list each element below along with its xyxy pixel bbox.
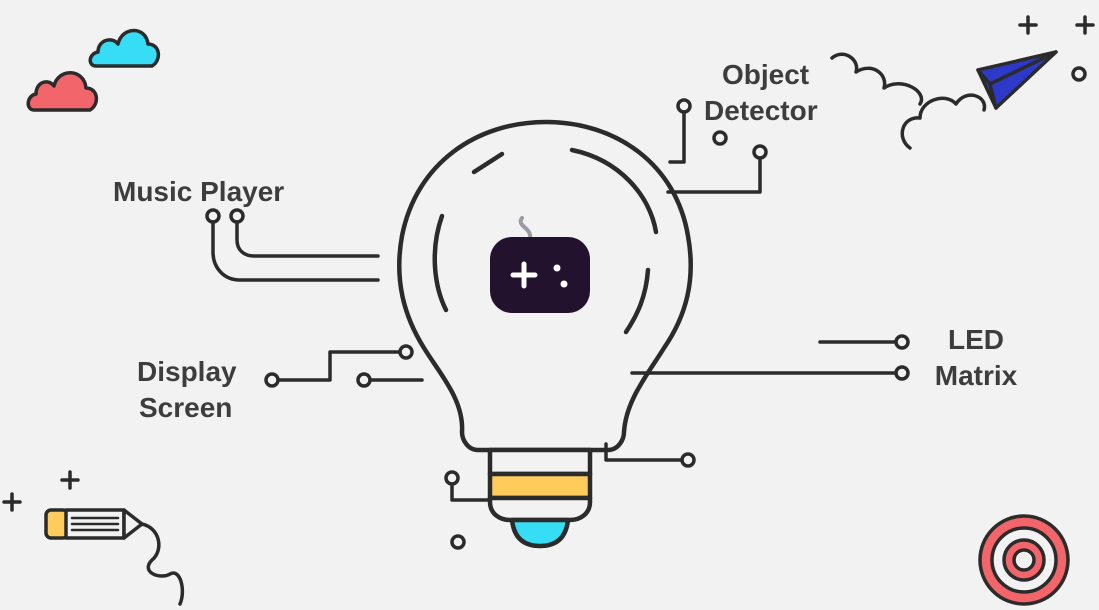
display-screen-connector	[264, 344, 424, 388]
label-display-screen: Display Screen	[137, 354, 237, 426]
label-led-matrix: LED Matrix	[920, 322, 1032, 394]
dot-icon	[1071, 66, 1087, 82]
label-display-screen-line1: Display	[137, 356, 237, 387]
cloud-trail-icon	[830, 52, 987, 150]
led-matrix-connector	[630, 334, 910, 381]
plus-icon	[1075, 15, 1095, 35]
music-player-connector	[205, 208, 380, 282]
label-music-player: Music Player	[113, 176, 285, 207]
gamepad-icon	[490, 216, 590, 313]
base-connector	[444, 442, 696, 550]
label-led-matrix-line1: LED	[948, 324, 1004, 355]
lightbulb-icon	[397, 119, 693, 549]
label-led-matrix-line2: Matrix	[934, 360, 1018, 391]
plus-icon	[60, 470, 80, 490]
paper-plane-icon	[976, 50, 1058, 110]
pencil-icon	[44, 508, 185, 606]
target-icon	[978, 514, 1070, 606]
label-display-screen-line2: Screen	[139, 392, 233, 423]
cloud-icon	[88, 28, 161, 68]
object-detector-connector	[666, 98, 768, 194]
label-object-detector: Object Detector	[704, 57, 818, 129]
plus-icon	[2, 492, 22, 512]
cloud-icon	[26, 71, 99, 112]
label-object-detector-line1: Object	[722, 59, 810, 90]
label-object-detector-line2: Detector	[704, 95, 818, 126]
plus-icon	[1018, 15, 1038, 35]
